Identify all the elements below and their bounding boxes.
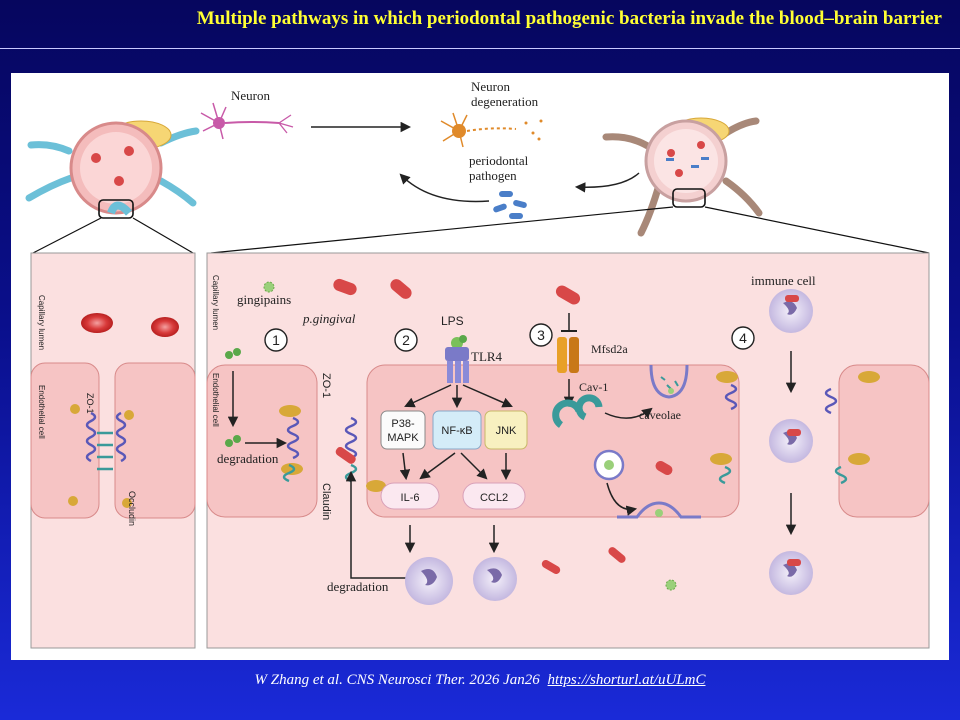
lps-icon	[451, 335, 467, 349]
periodontal-bacteria-icon	[493, 191, 527, 219]
vesicle-icon	[593, 449, 625, 481]
p-gingivalis-bacteria-icon	[333, 278, 412, 299]
cav1-icon	[552, 394, 603, 428]
exocytosis-membrane	[617, 501, 701, 519]
gingipains-label: gingipains	[237, 292, 291, 307]
immune-cell-icon	[405, 557, 517, 605]
zoom-line-left-a	[32, 217, 102, 254]
nfkb-to-il6-arrow	[419, 452, 456, 480]
bacterium-icon	[541, 560, 561, 574]
nfkb-box: NF-κB	[432, 410, 482, 450]
main-capillary-lumen-label: Capillary lumen	[211, 275, 220, 330]
mfsd2a-label: Mfsd2a	[591, 342, 628, 356]
step-2-badge: 2	[394, 328, 418, 352]
gingipain-particle-icon	[233, 348, 241, 356]
citation: W Zhang et al. CNS Neurosci Ther. 2026 J…	[0, 672, 960, 689]
caveolae-label: caveolae	[639, 408, 681, 422]
step-3-badge: 3	[529, 323, 553, 347]
caveolae-icon	[649, 364, 689, 399]
pathogen-label: pathogen	[469, 168, 517, 183]
left-endothelial-cell-label: Endothelial cell	[37, 385, 46, 439]
gingipain-icon	[665, 579, 677, 591]
left-zo1-label: ZO-1	[85, 393, 95, 414]
bacterium-icon	[608, 547, 626, 563]
gingipain-particle-icon	[225, 351, 233, 359]
immune-cell-mid-icon	[769, 419, 813, 463]
il6-box: IL-6	[380, 482, 440, 510]
step-4-badge: 4	[731, 326, 755, 350]
cav1-to-caveolae-arrow	[604, 407, 653, 419]
nfkb-to-ccl2-arrow	[460, 452, 488, 480]
lps-label: LPS	[441, 314, 464, 328]
mfsd2a-transporter-icon	[557, 337, 579, 373]
tlr4-to-p38-arrow	[404, 384, 452, 408]
step-1-badge: 1	[264, 328, 288, 352]
bbb-diagram: Neuron Neuron degeneration periodontal p…	[25, 79, 930, 649]
tlr4-label: TLR4	[471, 349, 503, 364]
degradation-label-1: degradation	[217, 451, 279, 466]
svg-text:JNK: JNK	[496, 425, 517, 437]
degradation-arrow-2	[345, 470, 411, 579]
neuron-label: Neuron	[231, 88, 270, 103]
svg-text:IL-6: IL-6	[401, 492, 420, 504]
svg-text:1: 1	[272, 332, 280, 348]
svg-text:3: 3	[537, 327, 545, 343]
svg-text:NF-κB: NF-κB	[441, 425, 472, 437]
p-gingival-label: p.gingival	[302, 311, 356, 326]
ccl2-box: CCL2	[462, 482, 526, 510]
immune-cell-label: immune cell	[751, 273, 816, 288]
main-claudin-label: Claudin	[320, 483, 332, 520]
capillary-cross-section-right	[602, 117, 763, 237]
title-divider	[0, 48, 960, 49]
immune-cell-top-icon	[769, 289, 813, 333]
periodontal-label: periodontal	[469, 153, 529, 168]
vesicle-to-exocytosis-arrow	[606, 482, 638, 516]
svg-text:P38-: P38-	[391, 418, 415, 430]
degradation-label-2: degradation	[327, 579, 389, 594]
zoom-line-right-a	[210, 206, 674, 254]
svg-text:CCL2: CCL2	[480, 492, 508, 504]
neuron-icon	[200, 102, 294, 140]
main-zo1-label: ZO-1	[320, 373, 332, 398]
capillary-cross-section-left	[25, 120, 200, 219]
gingipain-particle-icon	[233, 435, 241, 443]
citation-text: W Zhang et al. CNS Neurosci Ther. 2026 J…	[254, 672, 540, 688]
gingipain-particle-icon	[225, 439, 233, 447]
bacterium-icon	[555, 285, 581, 305]
svg-text:4: 4	[739, 330, 747, 346]
neuron-degeneration-icon	[440, 112, 543, 148]
tight-junction-proteins	[279, 405, 386, 492]
diagram-panel: Neuron Neuron degeneration periodontal p…	[11, 73, 949, 660]
pathogen-to-brain-arrow	[399, 173, 490, 203]
capillary-to-pathogen-arrow	[574, 172, 640, 193]
left-occludin-label: Occludin	[127, 491, 137, 526]
main-endothelial-cell-label: Endothelial cell	[211, 373, 220, 427]
gingipain-icon	[263, 281, 275, 293]
left-zoom-panel	[30, 252, 196, 649]
svg-text:MAPK: MAPK	[387, 432, 419, 444]
cav1-label: Cav-1	[579, 380, 608, 394]
zoom-line-right-b	[704, 206, 930, 254]
page-title: Multiple pathways in which periodontal p…	[196, 8, 942, 29]
neuron-degeneration-label-2: degeneration	[471, 94, 539, 109]
citation-link[interactable]: https://shorturl.at/uULmC	[547, 672, 706, 688]
junction-proteins-right	[710, 371, 880, 485]
bacterium-icon	[655, 461, 673, 475]
jnk-box: JNK	[484, 410, 528, 450]
tlr4-receptor-icon	[445, 347, 469, 383]
neuron-degeneration-label-1: Neuron	[471, 79, 510, 94]
left-capillary-lumen-label: Capillary lumen	[37, 295, 46, 350]
p38-mapk-box: P38- MAPK	[380, 410, 426, 450]
zoom-line-left-b	[132, 217, 194, 254]
immune-cell-bottom-icon	[769, 551, 813, 595]
svg-text:2: 2	[402, 332, 410, 348]
tlr4-to-jnk-arrow	[462, 384, 513, 408]
gingipain-icon	[655, 509, 663, 517]
p38-to-il6-arrow	[399, 452, 411, 481]
